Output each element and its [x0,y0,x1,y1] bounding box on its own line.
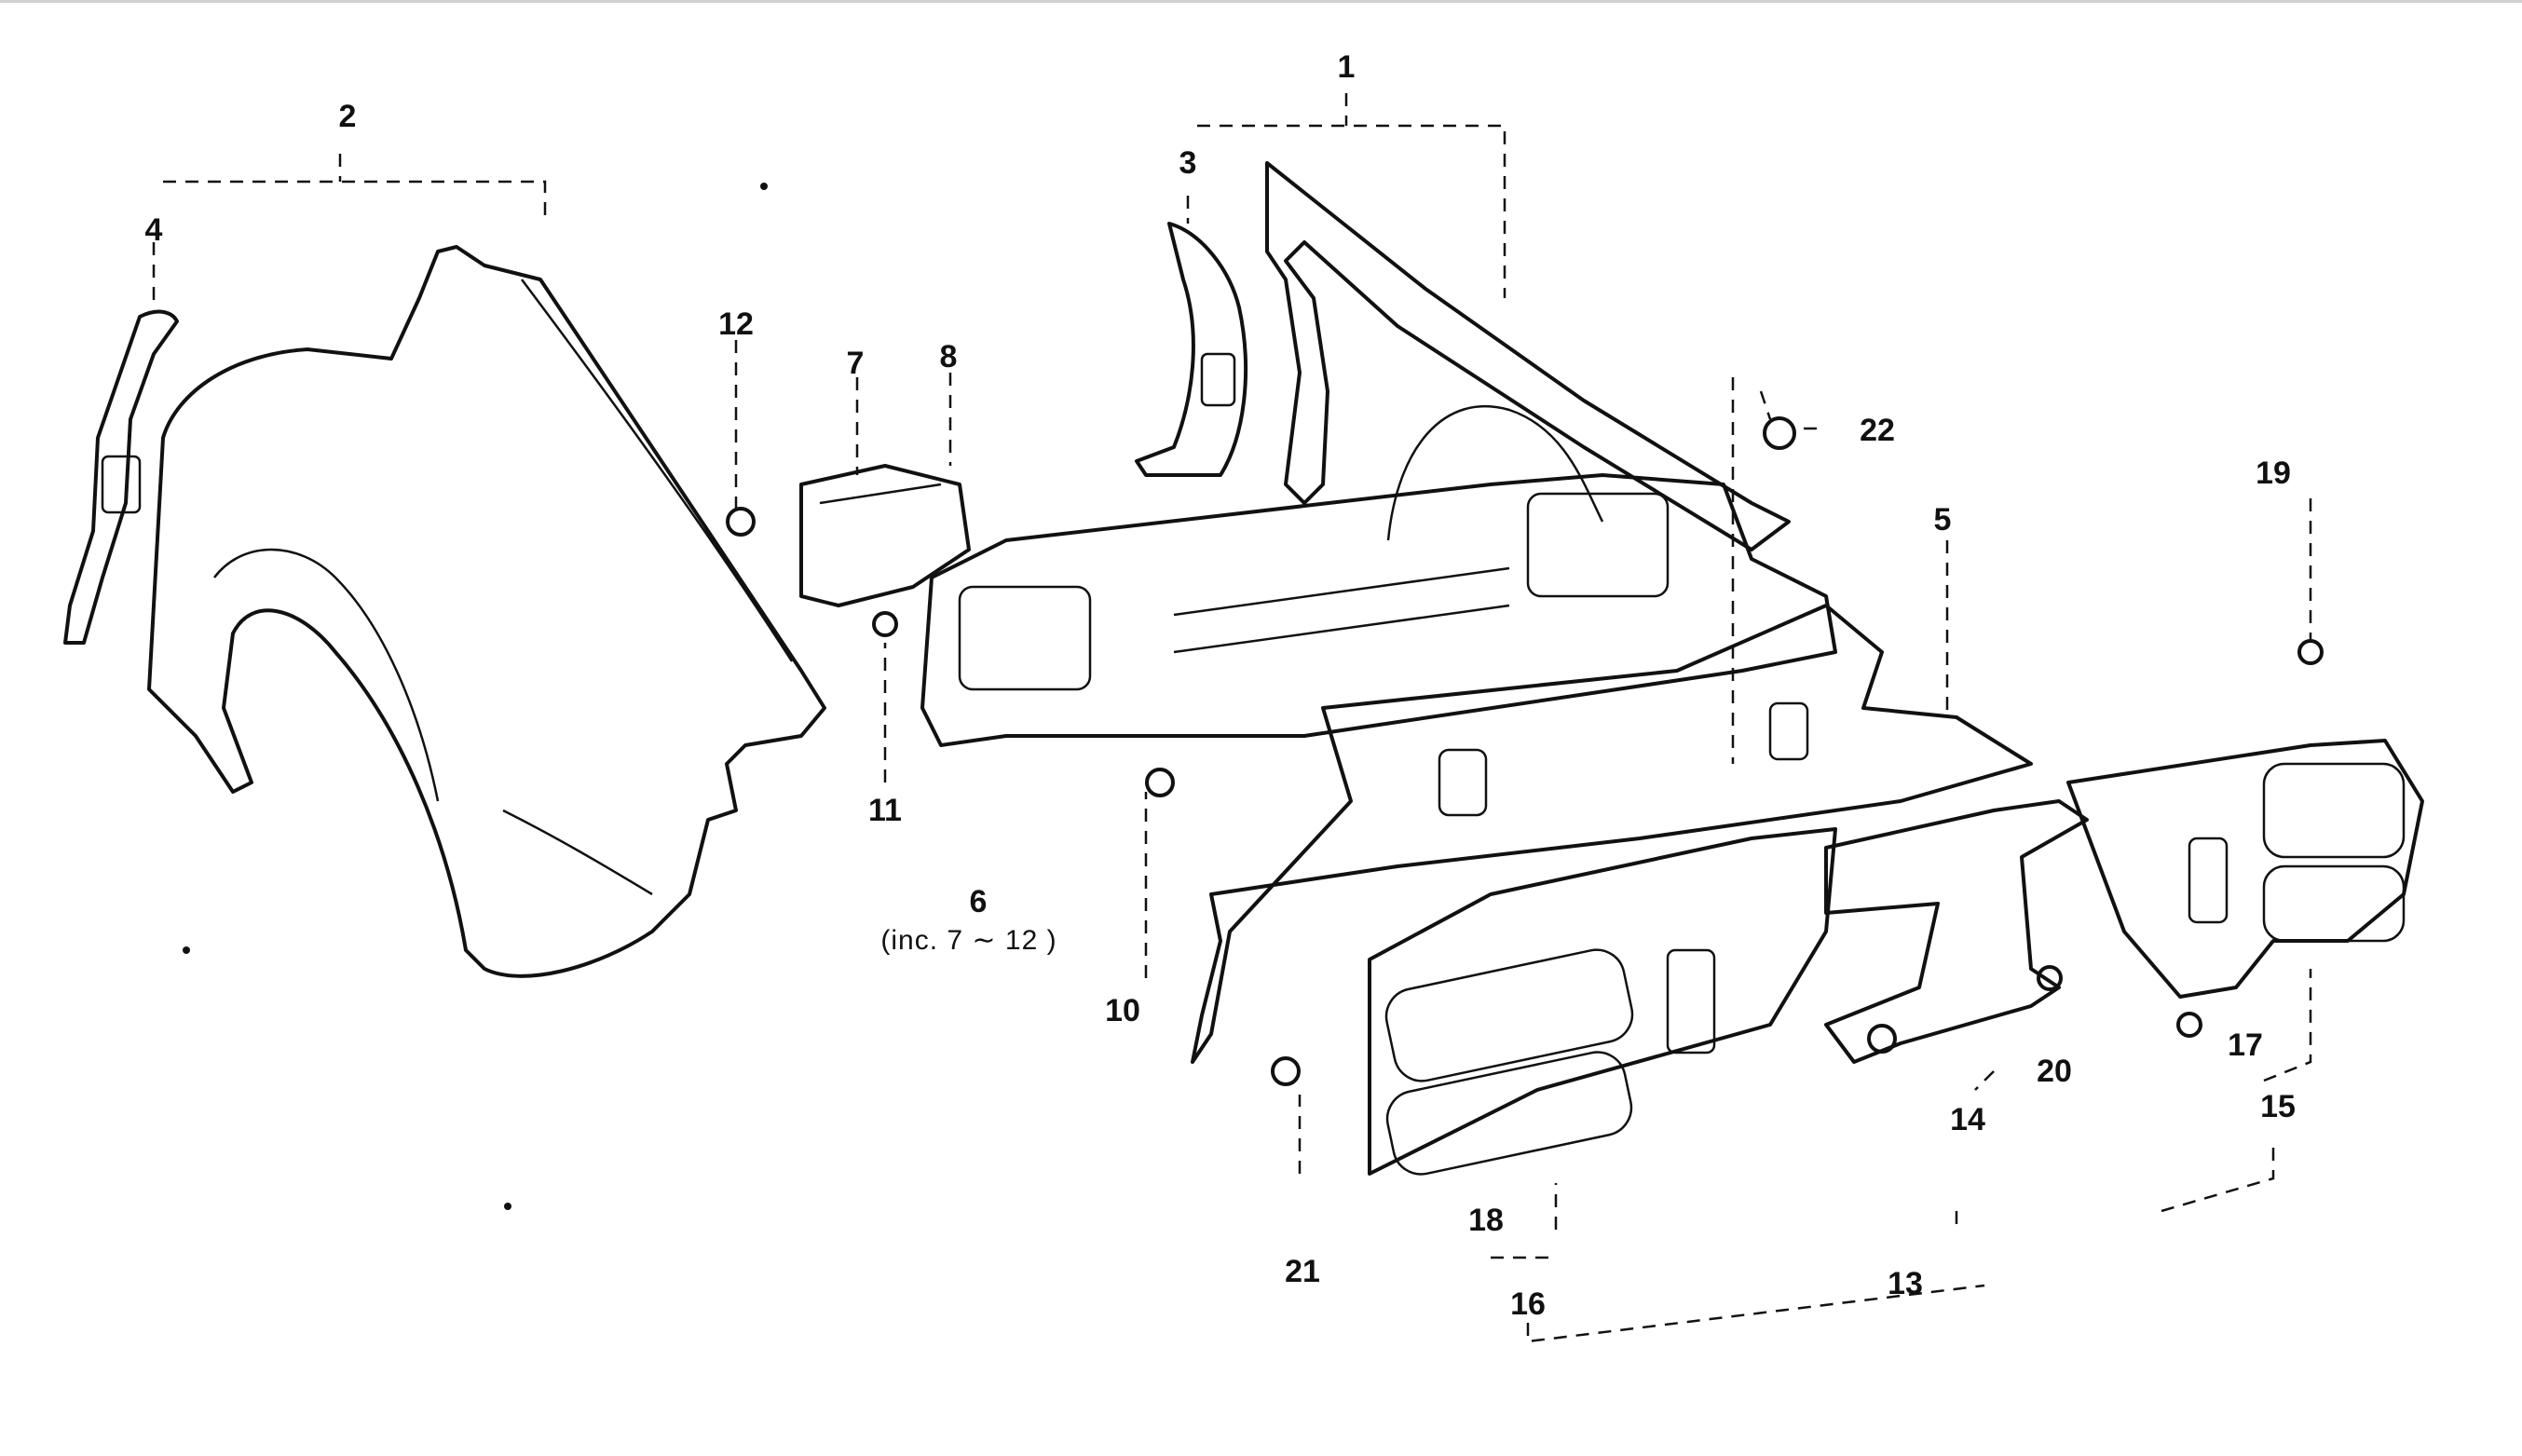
right-rear-lamp-assembly [2066,739,2424,999]
callout-20: 20 [2037,1054,2072,1089]
lower-back-panel [1191,604,2033,1064]
callout-5: 5 [1933,502,1952,537]
callout-16-left: 16 [1510,1286,1546,1322]
callout-21: 21 [1285,1254,1320,1289]
callout-12: 12 [718,306,754,342]
callout-10: 10 [1105,993,1140,1028]
callout-18: 18 [1468,1203,1504,1238]
callout-17: 17 [2228,1027,2263,1063]
left-rear-lamp-assembly [1368,827,1837,1176]
callout-1: 1 [1337,49,1356,85]
wheel-arch-bracket [63,309,179,645]
inner-quarter-panel [1135,222,1247,477]
callout-3: 3 [1179,145,1197,181]
callout-19: 19 [2256,456,2291,491]
callout-6: 6 [969,884,988,919]
callout-2: 2 [338,99,357,134]
fasteners [726,416,2324,1086]
callout-7: 7 [846,346,865,381]
quarter-side-panel [1265,161,1791,551]
lamp-gasket [799,464,971,607]
rear-upper-panel [920,473,1837,747]
callout-4: 4 [144,212,163,248]
callout-22: 22 [1860,413,1895,448]
callout-6-note: (inc. 7 ∼ 12 ) [880,925,1057,956]
callout-8: 8 [939,339,958,374]
center-lamp-housing [1824,799,2089,1064]
callout-11: 11 [868,793,902,828]
callout-13: 13 [1888,1266,1923,1301]
callout-15: 15 [2260,1089,2296,1124]
callout-14: 14 [1950,1102,1985,1137]
rear-fender-panel [147,245,826,978]
top-border [0,0,2522,3]
leader-lines [152,93,2312,1343]
